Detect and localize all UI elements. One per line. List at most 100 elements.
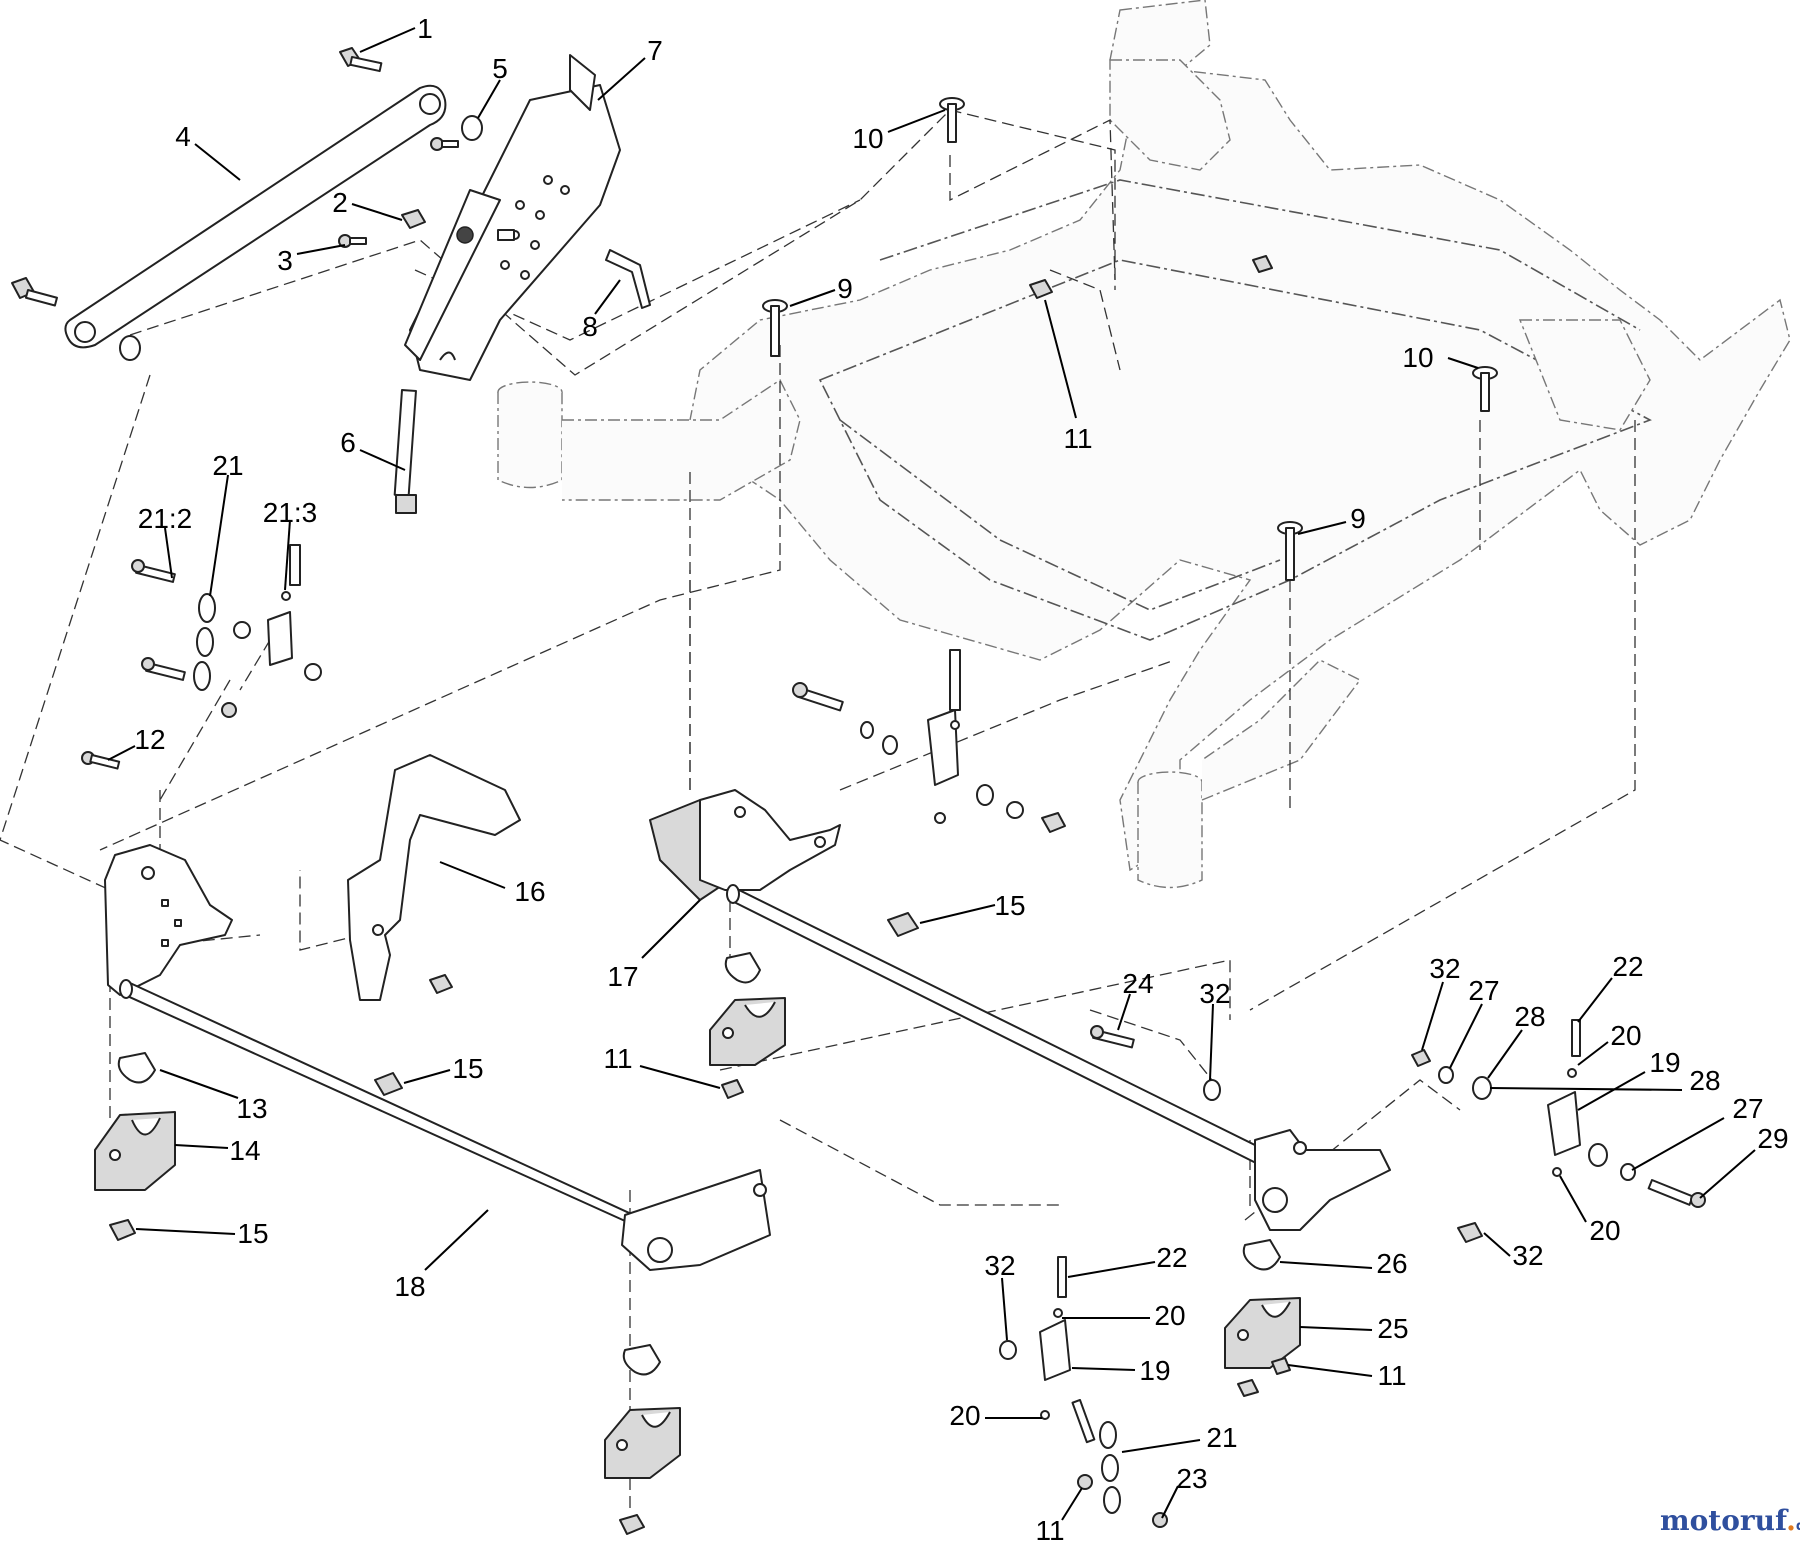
callout-label: 32	[1512, 1240, 1543, 1271]
block-14	[94, 1111, 176, 1191]
leader-line	[1577, 977, 1613, 1023]
watermark: motoruf.de	[1660, 1504, 1800, 1537]
right-bracket-assembly	[1090, 1019, 1706, 1243]
callout-label: 32	[984, 1250, 1015, 1281]
callout-label: 17	[607, 961, 638, 992]
callout-label: 21	[212, 450, 243, 481]
callout-4: 4	[175, 121, 241, 181]
bolt-near-5	[430, 137, 459, 151]
leader-line	[1209, 1003, 1214, 1081]
callout-label: 32	[1199, 978, 1230, 1009]
callout-label: 14	[229, 1135, 260, 1166]
leader-line	[1001, 1277, 1008, 1341]
chain-assembly-21-left	[131, 544, 322, 718]
callout-7: 7	[597, 35, 663, 101]
svg-text:motoruf.de: motoruf.de	[1660, 1504, 1800, 1537]
leader-line	[1421, 981, 1444, 1051]
callout-label: 7	[647, 35, 663, 66]
leader-line	[1299, 1326, 1373, 1331]
nut-11-b1	[1271, 1357, 1291, 1375]
callout-label: 23	[1176, 1463, 1207, 1494]
leader-line	[1044, 299, 1077, 419]
nut-11-center	[721, 1079, 744, 1099]
nut-11-b2	[1237, 1379, 1259, 1397]
callout-19: 19	[1071, 1355, 1171, 1386]
callout-20: 20	[1062, 1300, 1186, 1331]
lift-link	[64, 84, 447, 349]
callout-label: 19	[1649, 1047, 1680, 1078]
callout-label: 8	[582, 311, 598, 342]
callout-label: 28	[1514, 1001, 1545, 1032]
leader-line	[1071, 1367, 1136, 1371]
callout-label: 5	[492, 53, 508, 84]
height-adjust-plate	[404, 54, 621, 381]
callout-label: 20	[1154, 1300, 1185, 1331]
shaft-arm-front	[621, 1169, 771, 1271]
callout-label: 28	[1689, 1065, 1720, 1096]
callout-label: 22	[1612, 951, 1643, 982]
carriage-bolt-9-right	[1277, 521, 1303, 581]
chassis-frame	[497, 0, 1791, 889]
left-rod-bracket	[104, 844, 233, 996]
callout-11: 11	[603, 1043, 721, 1089]
leader-line	[424, 1209, 489, 1271]
leader-line	[135, 1228, 236, 1235]
callout-5: 5	[477, 53, 508, 119]
nut-2	[401, 209, 426, 229]
leader-line	[159, 1069, 239, 1099]
leader-line	[1577, 1041, 1609, 1066]
leader-line	[1577, 1071, 1646, 1111]
leader-line	[887, 109, 946, 133]
callout-11: 11	[1044, 299, 1093, 454]
callout-label: 12	[134, 724, 165, 755]
nut-bottom	[619, 1514, 645, 1535]
callout-24: 24	[1117, 968, 1154, 1031]
callout-label: 11	[603, 1043, 632, 1074]
nut-11-frame	[1029, 279, 1053, 299]
leader-line	[164, 527, 173, 579]
callout-8: 8	[582, 279, 621, 342]
callout-27: 27	[1449, 975, 1500, 1069]
callout-20: 20	[949, 1400, 1042, 1431]
leader-line	[1487, 1029, 1523, 1079]
callout-16: 16	[439, 861, 546, 907]
callout-label: 18	[394, 1271, 425, 1302]
callout-label: 6	[340, 427, 356, 458]
callout-label: 10	[852, 123, 883, 154]
shaft-arm-rear	[1254, 1129, 1391, 1231]
callout-9: 9	[1297, 503, 1366, 535]
callout-label: 10	[1402, 342, 1433, 373]
watermark-brand: motoruf	[1660, 1504, 1789, 1537]
leader-line	[1161, 1485, 1179, 1519]
callout-label: 25	[1377, 1313, 1408, 1344]
callout-6: 6	[340, 427, 406, 471]
carriage-bolt-9-left	[762, 299, 788, 357]
callout-3: 3	[277, 244, 346, 276]
callout-11: 11	[1287, 1360, 1407, 1391]
callout-32: 32	[1199, 978, 1231, 1081]
bolt-left	[11, 277, 58, 307]
block-center	[709, 997, 786, 1066]
washer-5	[461, 115, 483, 141]
watermark-suffix: de	[1796, 1519, 1800, 1534]
leader-line	[919, 904, 996, 924]
callout-label: 27	[1732, 1093, 1763, 1124]
leader-line	[477, 79, 501, 119]
leader-line	[639, 1065, 721, 1089]
callout-9: 9	[789, 273, 853, 307]
callout-label: 22	[1156, 1242, 1187, 1273]
leader-line	[1699, 1149, 1756, 1199]
nut-frame-b	[1252, 255, 1273, 273]
callout-label: 20	[1589, 1215, 1620, 1246]
nut-15-center	[887, 912, 919, 937]
leader-line	[641, 899, 701, 959]
block-25	[1224, 1297, 1301, 1369]
center-bracket-assembly	[792, 649, 1066, 833]
leader-line	[107, 745, 136, 761]
callout-label: 21:2	[138, 503, 193, 534]
callout-11: 11	[1035, 1487, 1083, 1541]
callout-26: 26	[1279, 1248, 1408, 1279]
callout-label: 11	[1063, 423, 1092, 454]
callout-label: 11	[1035, 1515, 1064, 1541]
